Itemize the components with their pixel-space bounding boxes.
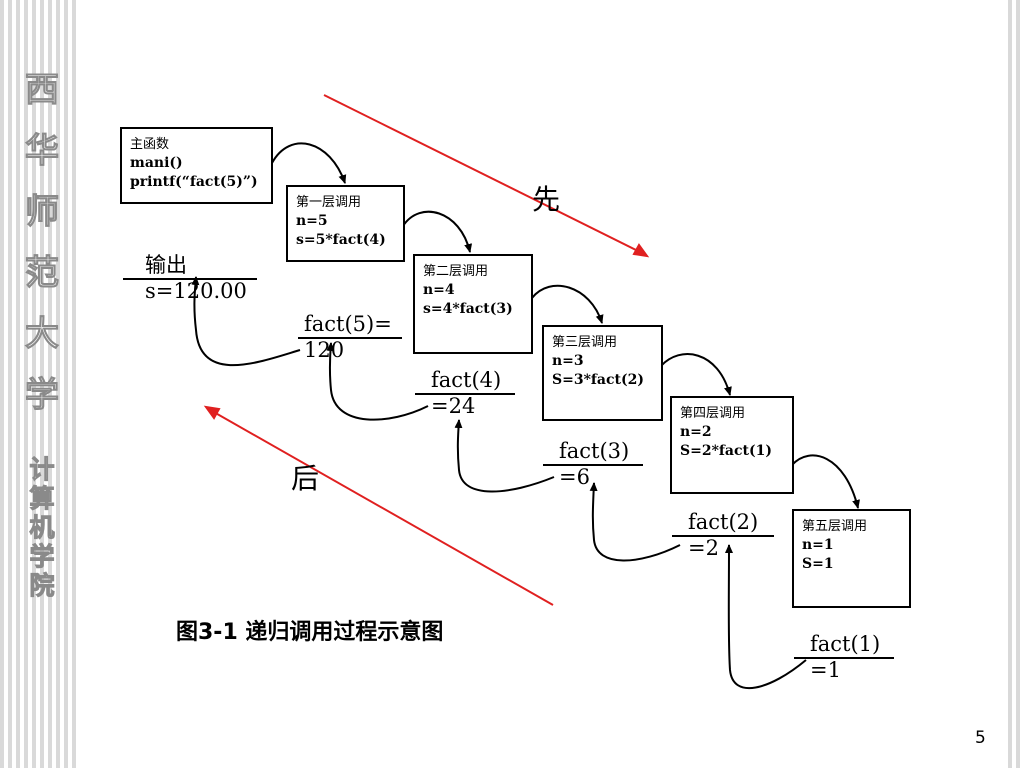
level-2-s: s=4*fact(3) [423, 301, 513, 317]
return-label-fact3: fact(3) =6 [543, 438, 643, 490]
level-1-box: 第一层调用 n=5 s=5*fact(4) [286, 185, 405, 262]
level-1-s: s=5*fact(4) [296, 232, 386, 248]
label-first: 先 [532, 183, 561, 216]
red-arrow-first [323, 94, 643, 254]
return-fact1-bottom: =1 [810, 658, 841, 682]
red-arrow-after [211, 410, 554, 606]
return-arrow-to-fact4 [454, 419, 555, 493]
call-arrow-level2-to-level3 [531, 284, 604, 324]
return-label-fact4: fact(4) =24 [415, 367, 515, 419]
call-arrow-level4-to-level5 [791, 454, 860, 509]
page-number: 5 [975, 728, 986, 748]
call-arrow-level1-to-level2 [402, 210, 473, 253]
return-fact2-bottom: =2 [688, 536, 719, 560]
university-name-vertical: 西华师范大学 [25, 70, 60, 416]
return-label-output: 输出 s=120.00 [123, 252, 257, 304]
level-5-n: n=1 [802, 537, 834, 553]
return-output-top: 输出 [145, 253, 187, 277]
level-3-box: 第三层调用 n=3 S=3*fact(2) [542, 325, 663, 421]
call-arrow-main-to-level1 [271, 142, 347, 184]
label-after: 后 [291, 462, 320, 495]
return-fact5-bottom: 120 [304, 338, 345, 362]
return-label-fact5: fact(5)= 120 [298, 311, 402, 363]
level-4-s: S=2*fact(1) [680, 443, 772, 459]
left-stripe-decoration [0, 0, 80, 768]
main-box-printf: printf(“fact(5)”) [130, 174, 258, 190]
level-2-n: n=4 [423, 282, 455, 298]
return-fact4-bottom: =24 [431, 394, 476, 418]
return-fact5-top: fact(5)= [304, 312, 392, 336]
main-box-title: 主函数 [130, 137, 170, 152]
level-1-n: n=5 [296, 213, 328, 229]
main-function-box: 主函数 mani() printf(“fact(5)”) [120, 127, 273, 204]
level-5-title: 第五层调用 [802, 519, 868, 534]
level-4-box: 第四层调用 n=2 S=2*fact(1) [670, 396, 794, 494]
level-1-title: 第一层调用 [296, 195, 362, 210]
level-2-title: 第二层调用 [423, 264, 489, 279]
right-stripe-decoration [1008, 0, 1024, 768]
main-box-call: mani() [130, 155, 183, 171]
return-fact3-bottom: =6 [559, 465, 590, 489]
level-4-n: n=2 [680, 424, 712, 440]
level-3-title: 第三层调用 [552, 335, 618, 350]
return-arrow-to-output [191, 276, 301, 367]
return-fact3-top: fact(3) [559, 439, 630, 463]
return-label-fact1: fact(1) =1 [794, 631, 894, 683]
level-2-box: 第二层调用 n=4 s=4*fact(3) [413, 254, 533, 354]
level-4-title: 第四层调用 [680, 406, 746, 421]
department-name-vertical: 计算机学院 [29, 455, 55, 601]
return-arrow-to-fact5 [326, 342, 429, 421]
return-fact2-top: fact(2) [688, 510, 759, 534]
return-fact4-top: fact(4) [431, 368, 502, 392]
figure-caption: 图3-1 递归调用过程示意图 [176, 620, 444, 645]
return-arrow-to-fact2 [724, 544, 807, 689]
return-label-fact2: fact(2) =2 [672, 509, 774, 561]
level-5-box: 第五层调用 n=1 S=1 [792, 509, 911, 608]
return-output-bottom: s=120.00 [145, 279, 247, 303]
return-fact1-top: fact(1) [810, 632, 881, 656]
level-3-s: S=3*fact(2) [552, 372, 644, 388]
call-arrow-level3-to-level4 [660, 353, 732, 396]
return-arrow-to-fact3 [589, 482, 681, 562]
level-3-n: n=3 [552, 353, 584, 369]
level-5-s: S=1 [802, 556, 834, 572]
